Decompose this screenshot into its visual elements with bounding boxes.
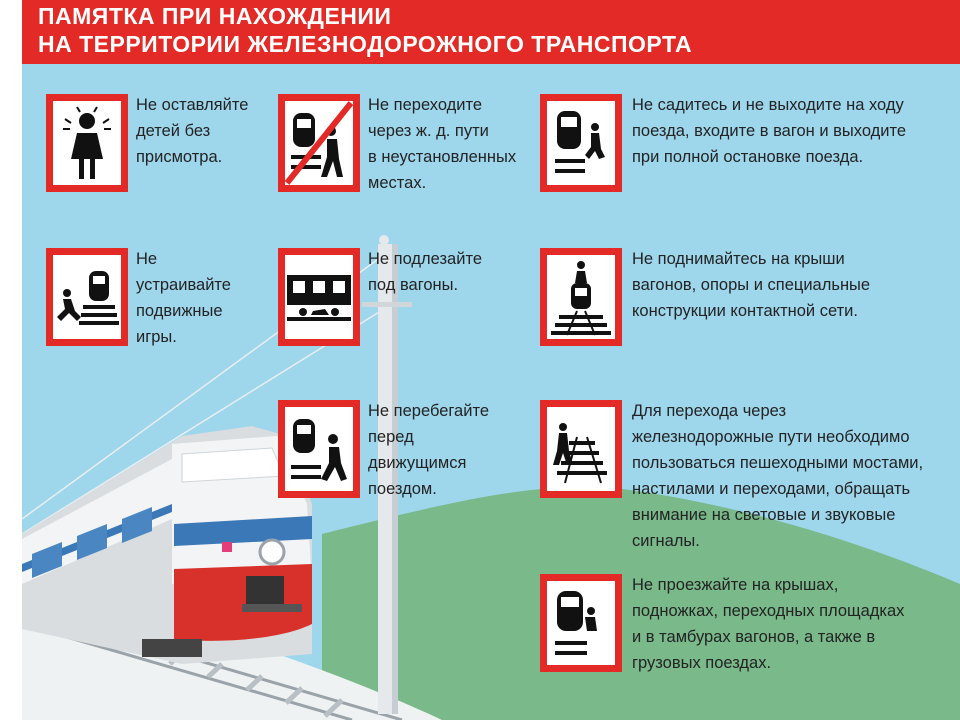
rule-line: железнодорожные пути необходимо (632, 428, 910, 446)
running-in-front-of-train-icon (291, 419, 347, 481)
rule-line: настилами и переходами, обращать (632, 480, 911, 498)
rule-line: вагонов, опоры и специальные (632, 276, 871, 294)
rule-line: и в тамбурах вагонов, а также в (632, 628, 876, 646)
rule-line: подвижные (136, 302, 223, 320)
pedestrian-crossing-icon (553, 423, 607, 484)
rule-line: Не поднимайтесь на крыши (632, 250, 845, 268)
riding-outside-train-icon (555, 591, 597, 655)
sign-no-crawling-under (278, 248, 360, 346)
rule-line: перед (368, 428, 414, 446)
rule-line: присмотра. (136, 148, 223, 166)
climbing-train-roof-icon (551, 261, 611, 336)
electric-train (22, 426, 312, 664)
rule-line: при полной остановке поезда. (632, 148, 864, 166)
rule-line: Не проезжайте на крышах, (632, 576, 839, 594)
header-title-line-2: НА ТЕРРИТОРИИ ЖЕЛЕЗНОДОРОЖНОГО ТРАНСПОРТ… (38, 31, 693, 57)
rule-line: внимание на световые и звуковые (632, 506, 896, 524)
green-hill (322, 486, 960, 720)
rule-line: под вагоны. (368, 276, 459, 294)
rule-line: подножках, переходных площадках (632, 602, 905, 620)
rule-line: местах. (368, 174, 427, 192)
rule-line: Не (136, 250, 158, 268)
rule-text-children-supervision: Не оставляйте детей без присмотра. (136, 92, 248, 170)
jumping-from-train-icon (555, 111, 605, 173)
rule-line: Не перебегайте (368, 402, 489, 420)
sign-moving-train-boarding (540, 94, 622, 192)
railway-scene-illustration (22, 235, 960, 720)
rule-line: поездом. (368, 480, 437, 498)
sign-no-riding-outside (540, 574, 622, 672)
crawling-under-wagon-icon (287, 275, 351, 321)
rule-line: через ж. д. пути (368, 122, 489, 140)
safety-poster: Не оставляйте детей без присмотра. Не пе… (22, 64, 960, 720)
sign-children-supervision (46, 94, 128, 192)
rule-text-no-crossing-tracks: Не переходите через ж. д. пути в неустан… (368, 92, 516, 196)
header-title-line-1: ПАМЯТКА ПРИ НАХОЖДЕНИИ (38, 3, 392, 29)
child-crying-icon (63, 106, 111, 179)
rule-line: сигналы. (632, 532, 700, 550)
rule-text-no-games: Не устраивайте подвижные игры. (136, 246, 231, 350)
rule-line: игры. (136, 328, 177, 346)
sign-no-running-in-front (278, 400, 360, 498)
rule-text-moving-train-boarding: Не садитесь и не выходите на ходу поезда… (632, 92, 906, 170)
sign-no-games (46, 248, 128, 346)
rule-line: движущимся (368, 454, 467, 472)
rule-line: пользоваться пешеходными мостами, (632, 454, 924, 472)
poster-header: ПАМЯТКА ПРИ НАХОЖДЕНИИ НА ТЕРРИТОРИИ ЖЕЛ… (22, 0, 960, 64)
rule-line: Не переходите (368, 96, 483, 114)
rule-line: Не садитесь и не выходите на ходу (632, 96, 904, 114)
no-crossing-tracks-icon (285, 101, 353, 185)
rule-line: грузовых поездах. (632, 654, 772, 672)
sign-no-climbing-roofs (540, 248, 622, 346)
sign-no-crossing-tracks (278, 94, 360, 192)
rule-line: конструкции контактной сети. (632, 302, 858, 320)
rule-line: в неустановленных (368, 148, 517, 166)
rule-text-no-running-in-front: Не перебегайте перед движущимся поездом. (368, 398, 489, 502)
rule-line: Не оставляйте (136, 96, 249, 114)
rule-line: Не подлезайте (368, 250, 483, 268)
rule-text-no-riding-outside: Не проезжайте на крышах, подножках, пере… (632, 572, 904, 676)
rule-line: Для перехода через (632, 402, 787, 420)
sign-use-pedestrian-crossings (540, 400, 622, 498)
running-near-train-icon (57, 271, 119, 325)
rule-text-no-climbing-roofs: Не поднимайтесь на крыши вагонов, опоры … (632, 246, 870, 324)
rule-line: поезда, входите в вагон и выходите (632, 122, 907, 140)
rule-text-use-pedestrian-crossings: Для перехода через железнодорожные пути … (632, 398, 923, 554)
rule-line: детей без (136, 122, 211, 140)
catenary-pole (362, 235, 412, 714)
rule-line: устраивайте (136, 276, 231, 294)
rule-text-no-crawling-under: Не подлезайте под вагоны. (368, 246, 482, 298)
